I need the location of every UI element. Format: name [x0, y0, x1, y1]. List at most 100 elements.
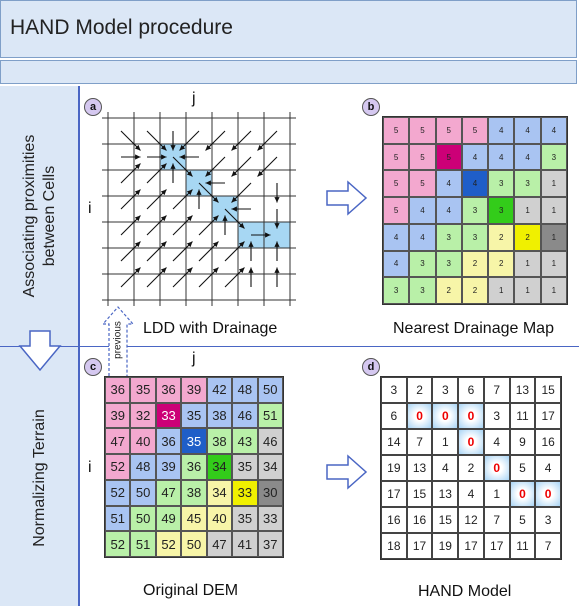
dem-cell: 35	[232, 454, 258, 480]
hand-cell: 3	[483, 403, 510, 429]
panel-a-badge: a	[84, 98, 102, 116]
panel-d-caption: HAND Model	[418, 583, 512, 600]
drainage-map-cell: 3	[409, 250, 436, 278]
row-label-bottom: Normalizing Terrain	[31, 409, 48, 547]
flow-arrow-head	[134, 163, 141, 170]
drainage-map-cell: 1	[540, 197, 567, 224]
flow-arrow-head	[205, 180, 211, 186]
flow-arrow-head	[238, 222, 245, 229]
flow-arrow-head	[222, 215, 228, 221]
dem-cell: 51	[105, 505, 131, 532]
drainage-map-cell: 3	[488, 197, 515, 224]
drainage-map-cell: 2	[435, 277, 462, 304]
hand-cell: 7	[483, 507, 510, 533]
dem-cell: 36	[155, 428, 182, 455]
hand-cell: 7	[535, 533, 561, 559]
dem-cell: 38	[181, 479, 207, 506]
panel-d-badge: d	[362, 358, 380, 376]
dem-cell: 36	[105, 377, 131, 403]
drainage-map-cell: 3	[409, 277, 436, 304]
flow-arrow-head	[231, 170, 238, 177]
drainage-map-cell: 1	[488, 277, 515, 304]
dem-cell: 39	[155, 454, 182, 480]
flow-arrow-head	[134, 215, 141, 222]
hand-cell: 17	[406, 533, 433, 559]
dem-cell: 40	[130, 428, 156, 455]
dem-cell: 38	[206, 402, 233, 429]
flow-arrow-head	[274, 223, 280, 229]
panel-c-axis-j: j	[192, 350, 196, 367]
drainage-map-cell: 3	[461, 223, 489, 251]
drainage-map-cell: 4	[383, 250, 410, 278]
flow-arrow-head	[274, 197, 280, 203]
drainage-map-cell: 1	[540, 277, 567, 304]
hand-cell: 0	[483, 455, 510, 481]
flow-arrow-head	[231, 144, 238, 151]
flow-arrow-head	[257, 170, 264, 177]
flow-arrow-head	[238, 267, 245, 274]
dem-cell: 49	[155, 505, 182, 532]
flow-arrow-head	[179, 144, 186, 151]
row-divider	[0, 346, 579, 347]
hand-cell: 19	[432, 533, 459, 559]
flow-arrow-head	[186, 241, 193, 248]
drainage-map-cell: 3	[540, 143, 567, 171]
hand-cell: 19	[381, 455, 407, 481]
flow-arrow-head	[186, 267, 193, 274]
dem-cell: 52	[155, 531, 182, 557]
flow-arrow-head	[179, 154, 185, 160]
hand-cell: 12	[458, 507, 484, 533]
hand-cell: 6	[381, 403, 407, 429]
dem-cell: 48	[130, 454, 156, 480]
dem-cell: 51	[130, 531, 156, 557]
drainage-map-cell: 4	[435, 170, 462, 198]
hand-cell: 13	[509, 377, 536, 403]
dem-cell: 33	[155, 402, 182, 429]
row-label-top-line1: Associating proximities	[21, 134, 38, 298]
dem-cell: 39	[105, 402, 131, 429]
dem-cell: 41	[232, 531, 258, 557]
flow-arrow-head	[248, 241, 254, 247]
drainage-map-cell: 5	[461, 117, 489, 144]
flow-arrow-head	[231, 206, 237, 212]
drainage-map-cell: 5	[409, 170, 436, 198]
hand-cell: 0	[458, 429, 484, 455]
hand-cell: 3	[381, 377, 407, 403]
panel-a-axis-i: i	[88, 200, 92, 217]
flow-arrow-head	[160, 241, 167, 248]
drainage-map-cell: 3	[435, 223, 462, 251]
hand-cell: 17	[458, 533, 484, 559]
hand-cell: 9	[509, 429, 536, 455]
flow-arrow-head	[205, 170, 212, 177]
hand-cell: 4	[458, 481, 484, 507]
drainage-map-cell: 4	[409, 223, 436, 251]
row-label-top-line2: between Cells	[41, 165, 58, 267]
hand-cell: 0	[535, 481, 561, 507]
drainage-map-cell: 1	[540, 170, 567, 198]
flow-arrow-head	[160, 267, 167, 274]
arrow-c-to-d-icon	[326, 454, 368, 490]
flow-arrow-head	[274, 241, 280, 247]
flow-arrow-head	[212, 215, 219, 222]
drainage-map-cell: 5	[383, 143, 410, 171]
drainage-map-cell: 4	[461, 170, 489, 198]
flow-arrow-head	[160, 163, 167, 170]
drainage-map-cell: 5	[409, 117, 436, 144]
hand-cell: 16	[535, 429, 561, 455]
dem-cell: 51	[257, 402, 283, 429]
drainage-map-cell: 4	[488, 143, 515, 171]
flow-arrow-head	[248, 267, 254, 273]
panel-a-caption: LDD with Drainage	[143, 320, 278, 337]
dem-cell: 39	[181, 377, 207, 403]
hand-cell: 6	[458, 377, 484, 403]
dem-cell: 50	[257, 377, 283, 403]
flow-arrow-head	[161, 154, 167, 160]
arrow-a-to-b-icon	[326, 180, 368, 216]
flow-arrow-head	[265, 232, 271, 238]
dem-cell: 36	[155, 377, 182, 403]
drainage-map-cell: 5	[383, 170, 410, 198]
hand-cell: 15	[432, 507, 459, 533]
